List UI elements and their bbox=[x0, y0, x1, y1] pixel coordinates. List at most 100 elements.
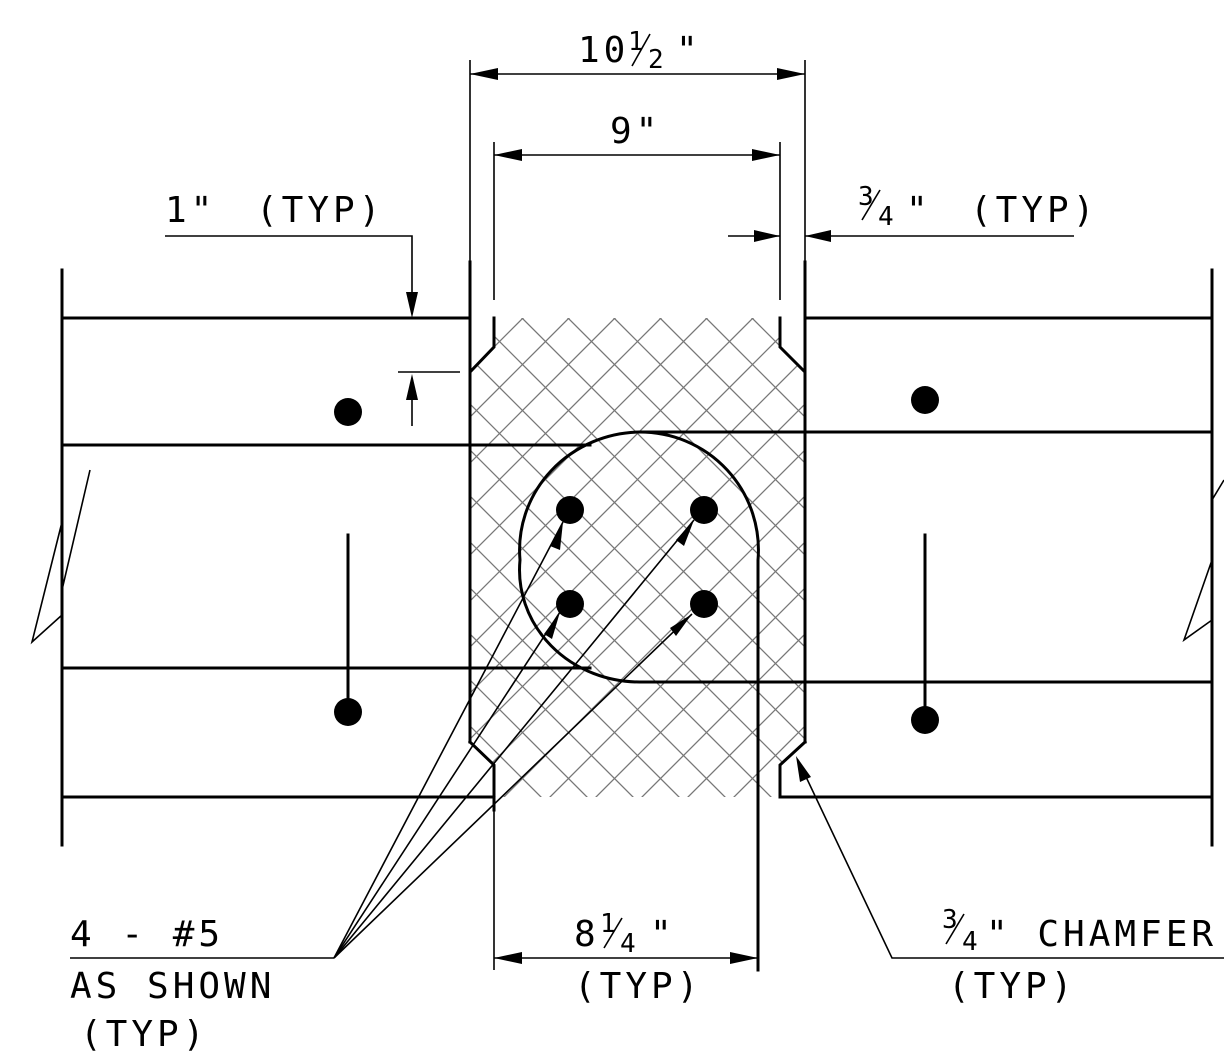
hatch-line bbox=[470, 318, 634, 797]
hatch-line bbox=[0, 300, 449, 810]
hatch-line bbox=[470, 318, 805, 797]
overall-width-whole: 10 bbox=[578, 30, 629, 71]
dimension-overall-width: 10 1 2 " bbox=[469, 27, 806, 262]
hatch-line bbox=[674, 318, 805, 797]
hatch-line bbox=[813, 300, 1224, 810]
hatch-line bbox=[0, 300, 370, 810]
side-offset-unit: " bbox=[906, 190, 932, 231]
bar-spacing-note: (TYP) bbox=[574, 966, 702, 1007]
overall-width-unit: " bbox=[676, 30, 702, 71]
hatch-line bbox=[687, 318, 805, 797]
hatch-line bbox=[0, 300, 462, 810]
hatch-line bbox=[905, 300, 1224, 810]
hatch-line bbox=[470, 318, 805, 797]
hatch-line bbox=[470, 318, 555, 797]
inner-width-label: 9" bbox=[610, 111, 661, 152]
top-cover-value: 1" bbox=[165, 190, 216, 231]
left-slab bbox=[30, 268, 496, 847]
rebar-dot bbox=[690, 496, 718, 524]
chamfer-callout: 3 4 " CHAMFER (TYP) bbox=[796, 756, 1224, 1007]
hatch-line bbox=[595, 318, 805, 797]
hatch-line bbox=[766, 318, 805, 797]
bar-spacing-unit: " bbox=[650, 914, 676, 955]
rebar-dot bbox=[911, 386, 939, 414]
bar-spacing-whole: 8 bbox=[574, 914, 600, 955]
hatch-line bbox=[826, 300, 1224, 810]
hatch-line bbox=[470, 318, 805, 797]
chamfer-note: (TYP) bbox=[948, 966, 1076, 1007]
hatch-line bbox=[470, 318, 805, 797]
rebar-callout: 4 - #5 AS SHOWN (TYP) bbox=[70, 519, 695, 1055]
joint-outline bbox=[467, 260, 808, 812]
rebar-dot bbox=[556, 590, 584, 618]
hatch-line bbox=[1194, 300, 1224, 810]
right-slab bbox=[778, 268, 1224, 847]
chamfer-den: 4 bbox=[962, 927, 978, 957]
hatch-line bbox=[470, 318, 647, 797]
joint-hatch bbox=[0, 300, 1224, 810]
chamfer-num: 3 bbox=[942, 905, 958, 935]
hatch-line bbox=[470, 318, 601, 797]
top-cover-note: (TYP) bbox=[256, 190, 384, 231]
rebar-callout-line1: 4 - #5 bbox=[70, 914, 224, 955]
hatch-line bbox=[918, 300, 1224, 810]
hatch-line bbox=[0, 300, 403, 810]
rebar-callout-line3: (TYP) bbox=[80, 1014, 208, 1055]
hatch-line bbox=[470, 318, 693, 797]
overall-width-num: 1 bbox=[628, 27, 644, 57]
side-offset-den: 4 bbox=[878, 202, 894, 232]
hatch-line bbox=[470, 318, 509, 797]
hatch-line bbox=[720, 318, 805, 797]
rebar-dot bbox=[334, 698, 362, 726]
hatch-line bbox=[470, 318, 805, 797]
hatch-line bbox=[0, 300, 219, 810]
hatch-line bbox=[470, 318, 772, 797]
rebar-dot bbox=[690, 590, 718, 618]
bar-spacing-den: 4 bbox=[620, 929, 636, 959]
hatch-line bbox=[1056, 300, 1224, 810]
hatch-line bbox=[0, 300, 35, 810]
side-offset-note: (TYP) bbox=[970, 190, 1098, 231]
rebar-callout-line2: AS SHOWN bbox=[70, 966, 275, 1007]
overall-width-den: 2 bbox=[648, 45, 664, 75]
hatch-line bbox=[779, 318, 805, 797]
hatch-line bbox=[0, 300, 265, 810]
rebar-dot bbox=[556, 496, 584, 524]
rebar-dot bbox=[911, 706, 939, 734]
hatch-line bbox=[470, 318, 680, 797]
chamfer-text: " CHAMFER bbox=[986, 914, 1217, 955]
hatch-line bbox=[0, 300, 173, 810]
hatch-line bbox=[0, 300, 81, 810]
dimension-bar-spacing: 8 1 4 " (TYP) bbox=[493, 810, 758, 1007]
hatch-line bbox=[470, 318, 739, 797]
hatch-line bbox=[1102, 300, 1224, 810]
hatch-line bbox=[641, 318, 805, 797]
hatch-line bbox=[470, 318, 542, 797]
dimension-inner-width: 9" bbox=[493, 111, 781, 300]
hatch-line bbox=[470, 318, 726, 797]
hatch-line bbox=[470, 318, 805, 797]
hatch-line bbox=[470, 318, 805, 797]
hatch-line bbox=[733, 318, 805, 797]
hatch-line bbox=[470, 318, 496, 797]
hatch-line bbox=[0, 300, 311, 810]
side-offset-num: 3 bbox=[858, 182, 874, 212]
hatch-line bbox=[470, 318, 785, 797]
hatch-line bbox=[1010, 300, 1224, 810]
hatch-line bbox=[549, 318, 805, 797]
hatch-line bbox=[582, 318, 805, 797]
rebar-bars bbox=[334, 386, 939, 734]
left-break-line bbox=[30, 469, 91, 645]
dimension-top-cover: 1" (TYP) bbox=[165, 190, 460, 426]
rebar-dot bbox=[334, 398, 362, 426]
hatch-line bbox=[470, 318, 805, 797]
hatch-line bbox=[859, 300, 1224, 810]
hatch-line bbox=[628, 318, 805, 797]
hatch-line bbox=[536, 318, 805, 797]
hatch-line bbox=[470, 318, 588, 797]
bar-spacing-num: 1 bbox=[600, 909, 616, 939]
right-break-line bbox=[1182, 479, 1224, 643]
dimension-side-offset: 3 4 " (TYP) bbox=[728, 182, 1098, 242]
hatch-line bbox=[964, 300, 1224, 810]
